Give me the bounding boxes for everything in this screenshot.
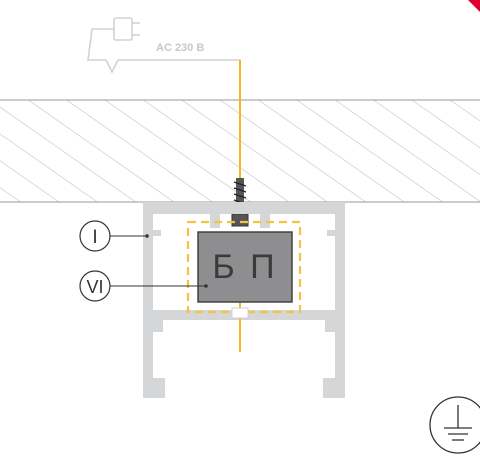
psu-zone xyxy=(186,220,302,314)
psu-label: Б П xyxy=(212,248,277,286)
ground-icon xyxy=(429,396,480,454)
callout-psu-label: VI xyxy=(86,277,103,297)
wire-clip xyxy=(231,307,249,319)
corner-mark-icon xyxy=(468,0,480,12)
power-supply-box xyxy=(197,231,293,303)
power-label: AC 230 B xyxy=(156,42,204,54)
callout-profile-label: I xyxy=(92,227,97,248)
plug-icon xyxy=(87,17,241,100)
callout-profile: I xyxy=(79,220,149,252)
callout-psu: VI xyxy=(79,270,208,302)
